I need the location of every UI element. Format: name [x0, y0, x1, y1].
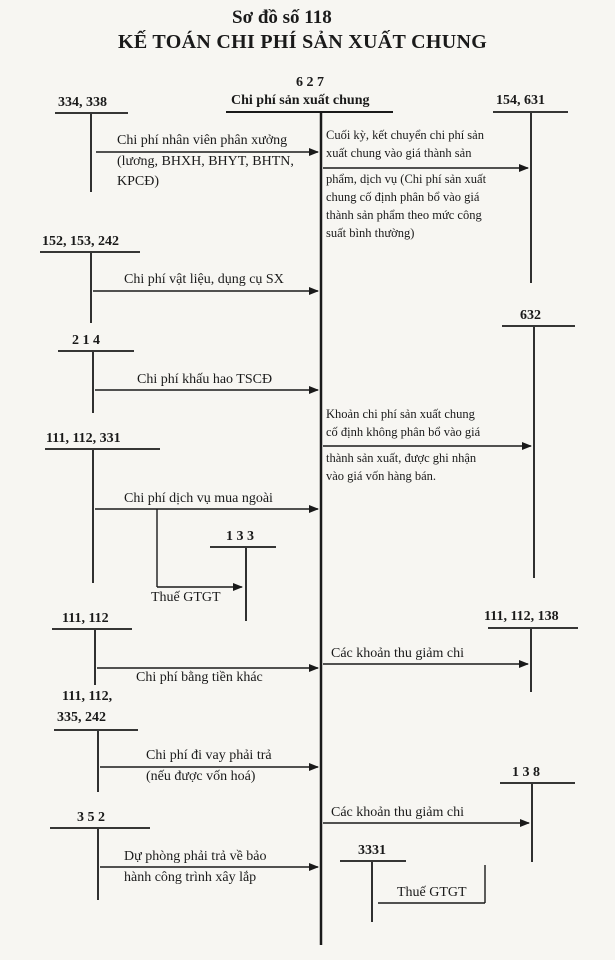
transfer-to-cost-line4: chung cố định phân bổ vào giá [326, 190, 480, 204]
account-133-label: 1 3 3 [226, 529, 254, 544]
depreciation-label: Chi phí khấu hao TSCĐ [137, 372, 273, 387]
diagram-number: Sơ đồ số 118 [232, 7, 332, 28]
account-352-label: 3 5 2 [77, 810, 105, 825]
staff-costs-label: Chi phí nhân viên phân xưởng [117, 133, 288, 148]
account-111-112-331-label: 111, 112, 331 [46, 431, 121, 446]
account-632-label: 632 [520, 308, 541, 323]
account-154-631-label: 154, 631 [496, 93, 545, 108]
vat-input-label: Thuế GTGT [151, 590, 221, 605]
account-111-112-138-label: 111, 112, 138 [484, 609, 559, 624]
account-334-338-label: 334, 338 [58, 95, 107, 110]
borrowing-costs-label: Chi phí đi vay phải trả [146, 748, 272, 763]
warranty-provision-label-2: hành công trình xây lắp [124, 870, 257, 885]
account-111-112-335-label-line1: 111, 112, [62, 689, 113, 704]
borrowing-costs-note: (nếu được vốn hoá) [146, 769, 256, 784]
fixed-overhead-line1: Khoản chi phí sản xuất chung [326, 407, 475, 421]
fixed-overhead-line3: thành sản xuất, được ghi nhận [326, 451, 477, 465]
other-cash-costs-label: Chi phí bằng tiền khác [136, 670, 263, 685]
account-138-label: 1 3 8 [512, 765, 540, 780]
staff-costs-detail: (lương, BHXH, BHYT, BHTN, [117, 154, 294, 169]
account-111-112-label: 111, 112 [62, 611, 109, 626]
fixed-overhead-line4: vào giá vốn hàng bán. [326, 469, 437, 483]
account-152-153-242-label: 152, 153, 242 [42, 234, 119, 249]
staff-costs-detail-2: KPCĐ) [117, 174, 160, 189]
cost-reduction-label-2: Các khoản thu giảm chi [331, 805, 464, 820]
diagram-title: KẾ TOÁN CHI PHÍ SẢN XUẤT CHUNG [118, 31, 488, 53]
transfer-to-cost-line5: thành sản phẩm theo mức công [326, 208, 482, 222]
materials-costs-label: Chi phí vật liệu, dụng cụ SX [124, 272, 284, 287]
outsourced-services-label: Chi phí dịch vụ mua ngoài [124, 491, 273, 506]
transfer-to-cost-line1: Cuối kỳ, kết chuyển chi phí sản [326, 128, 484, 142]
account-3331-label: 3331 [358, 843, 386, 858]
account-111-112-335-label-line2: 335, 242 [57, 710, 106, 725]
warranty-provision-label: Dự phòng phải trả về bảo [124, 849, 267, 864]
fixed-overhead-line2: cố định không phân bổ vào giá [326, 425, 481, 439]
account-214-label: 2 1 4 [72, 333, 100, 348]
account-627-name: Chi phí sản xuất chung [231, 93, 370, 108]
transfer-to-cost-line6: suất bình thường) [326, 226, 415, 240]
transfer-to-cost-line3: phẩm, dịch vụ (Chi phí sản xuất [326, 172, 487, 186]
cost-reduction-label-1: Các khoản thu giảm chi [331, 646, 464, 661]
vat-output-label: Thuế GTGT [397, 885, 467, 900]
transfer-to-cost-line2: xuất chung vào giá thành sản [326, 146, 472, 160]
account-627-code: 6 2 7 [296, 75, 324, 90]
